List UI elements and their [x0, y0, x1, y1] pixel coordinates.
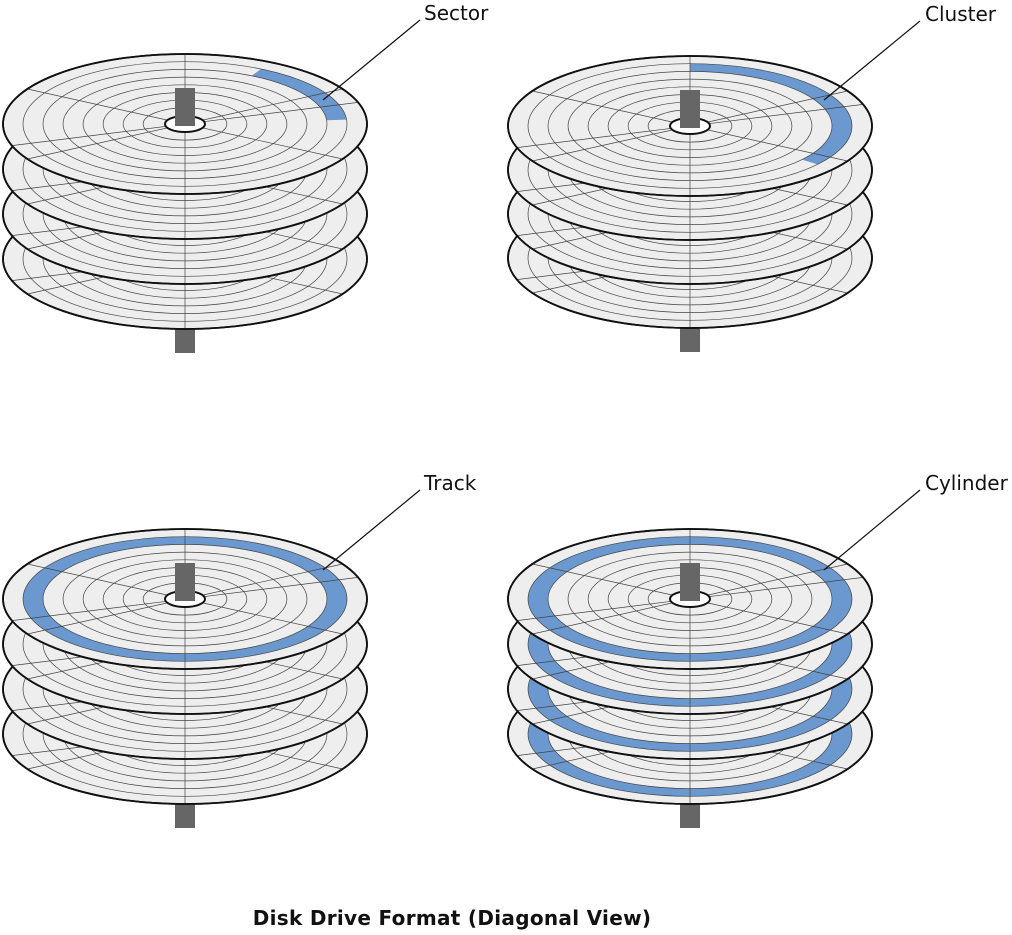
sector-line: [516, 127, 675, 148]
spindle-base: [680, 326, 700, 352]
platter-edge: [2, 53, 368, 195]
sector-line: [705, 577, 864, 598]
label-leader-line: [823, 20, 921, 101]
sector-line: [532, 601, 676, 635]
cluster-diagram: [507, 20, 921, 352]
sector-line: [199, 601, 343, 635]
sector-line: [199, 88, 343, 122]
track-diagram: [2, 489, 421, 828]
platter-edge: [507, 55, 873, 197]
cluster-label: Cluster: [925, 2, 997, 26]
sector-diagram: [2, 19, 421, 353]
sector-line: [27, 563, 171, 597]
spindle-base: [680, 802, 700, 828]
diagram-title: Disk Drive Format (Diagonal View): [252, 906, 652, 930]
sector-line: [532, 563, 676, 597]
sector-line: [199, 126, 343, 160]
top-platter: [507, 528, 873, 670]
sector-line: [11, 600, 170, 621]
sector-line: [200, 577, 359, 598]
track-label: Track: [423, 471, 477, 495]
spindle-base: [175, 327, 195, 353]
sector-line: [516, 600, 675, 621]
spindle-shaft: [175, 563, 195, 601]
label-leader-line: [823, 489, 921, 571]
platter-edge: [2, 528, 368, 670]
spindle-base: [175, 802, 195, 828]
sector-line: [704, 563, 848, 597]
top-platter: [2, 53, 368, 195]
sector-line: [704, 90, 848, 124]
sector-line: [199, 563, 343, 597]
spindle-shaft: [680, 90, 700, 128]
sector-line: [532, 90, 676, 124]
sector-label: Sector: [424, 1, 489, 25]
label-leader-line: [322, 19, 421, 101]
sector-line: [27, 88, 171, 122]
sector-line: [27, 126, 171, 160]
cluster-highlight: [690, 63, 852, 165]
cylinder-label: Cylinder: [925, 471, 1009, 495]
sector-line: [27, 601, 171, 635]
spindle-shaft: [680, 563, 700, 601]
label-leader-line: [322, 489, 421, 571]
top-platter: [2, 528, 368, 670]
platter-edge: [507, 528, 873, 670]
cylinder-diagram: [507, 489, 921, 828]
sector-line: [532, 128, 676, 162]
top-platter: [507, 55, 873, 197]
sector-line: [11, 125, 170, 146]
sector-line: [200, 102, 359, 123]
sector-line: [705, 104, 864, 125]
sector-line: [704, 128, 848, 162]
spindle-shaft: [175, 88, 195, 126]
sector-line: [704, 601, 848, 635]
